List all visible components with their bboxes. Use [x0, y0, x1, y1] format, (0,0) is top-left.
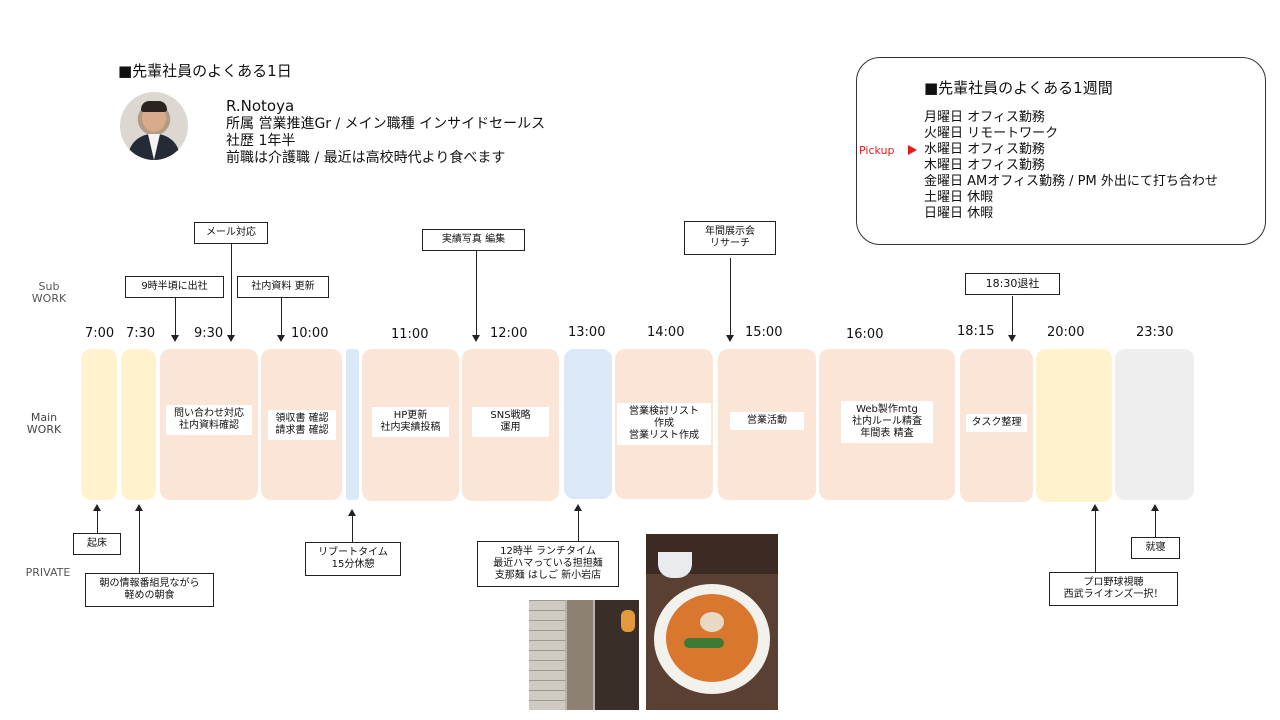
week-day-sun: 日曜日 休暇: [924, 206, 994, 221]
block-1000: 領収書 確認 請求書 確認: [261, 349, 342, 500]
time-2330: 23:30: [1136, 325, 1174, 340]
pickup-label: Pickup: [859, 144, 895, 157]
time-0930: 9:30: [194, 326, 224, 341]
arrow-down-icon: [472, 335, 480, 342]
private-label-lunch: 12時半 ランチタイム 最近ハマっている担担麺 支那麺 はしご 新小岩店: [477, 541, 619, 587]
sub-label-photo-edit: 実績写真 編集: [422, 229, 525, 251]
sub-label-docs: 社内資料 更新: [237, 276, 329, 298]
arrow-up-icon: [135, 504, 143, 511]
private-label-refresh: リブートタイム 15分休憩: [305, 542, 401, 576]
arrow-up-icon: [1151, 504, 1159, 511]
time-1500: 15:00: [745, 325, 783, 340]
time-2000: 20:00: [1047, 325, 1085, 340]
row-label-private: PRIVATE: [25, 566, 71, 579]
arrow-line-wake: [97, 511, 98, 533]
block-lunch: [564, 349, 612, 499]
arrow-up-icon: [93, 504, 101, 511]
shop-entrance-photo: [529, 600, 639, 710]
row-label-main: Main WORK: [26, 411, 62, 436]
arrow-up-icon: [348, 509, 356, 516]
avatar: [120, 92, 188, 160]
arrow-down-icon: [1008, 335, 1016, 342]
sub-label-expo: 年間展示会 リサーチ: [684, 221, 776, 255]
block-1815-label: タスク整理: [966, 414, 1027, 432]
arrow-line-mail: [231, 244, 232, 335]
week-day-fri: 金曜日 AMオフィス勤務 / PM 外出にて打ち合わせ: [924, 174, 1218, 189]
private-label-breakfast: 朝の情報番組見ながら 軽めの朝食: [85, 573, 214, 607]
arrow-line-baseball: [1095, 511, 1096, 572]
time-1000: 10:00: [291, 326, 329, 341]
block-1500: 営業活動: [718, 349, 816, 500]
time-1400: 14:00: [647, 325, 685, 340]
block-1600: Web製作mtg 社内ルール精査 年間表 精査: [819, 349, 955, 500]
week-day-thu: 木曜日 オフィス勤務: [924, 158, 1045, 173]
tantanmen-photo: [646, 534, 778, 710]
time-0700: 7:00: [85, 326, 115, 341]
private-label-sleep: 就寝: [1131, 537, 1180, 559]
week-day-tue: 火曜日 リモートワーク: [924, 126, 1059, 141]
block-2330: [1115, 349, 1194, 500]
private-label-baseball: プロ野球視聴 西武ライオンズ一択！: [1049, 572, 1178, 606]
arrow-down-icon: [726, 335, 734, 342]
arrow-down-icon: [277, 335, 285, 342]
arrow-up-icon: [1091, 504, 1099, 511]
block-refresh: [346, 349, 359, 500]
profile-note: 前職は介護職 / 最近は高校時代より食べます: [226, 150, 506, 166]
sub-label-leave: 18:30退社: [965, 273, 1060, 295]
week-day-wed: 水曜日 オフィス勤務: [924, 142, 1045, 157]
arrow-line-lunch: [578, 511, 579, 541]
day-title: ■先輩社員のよくある1日: [118, 62, 292, 80]
block-2000: [1036, 349, 1112, 502]
pickup-arrow-icon: [908, 145, 917, 155]
block-1400: 営業検討リスト 作成 営業リスト作成: [615, 349, 713, 499]
block-1200: SNS戦略 運用: [462, 349, 559, 501]
block-1200-label: SNS戦略 運用: [472, 407, 549, 437]
arrow-line-expo: [730, 258, 731, 335]
block-1600-label: Web製作mtg 社内ルール精査 年間表 精査: [841, 401, 933, 443]
time-1200: 12:00: [490, 326, 528, 341]
arrow-line-photo-edit: [476, 251, 477, 335]
time-1100: 11:00: [391, 327, 429, 342]
profile-name: R.Notoya: [226, 97, 295, 115]
profile-tenure: 社歴 1年半: [226, 133, 296, 149]
block-0930: 問い合わせ対応 社内資料確認: [160, 349, 258, 500]
block-0930-label: 問い合わせ対応 社内資料確認: [166, 405, 252, 435]
arrow-up-icon: [574, 504, 582, 511]
block-1100-label: HP更新 社内実績投稿: [372, 407, 449, 437]
block-1815: タスク整理: [960, 349, 1033, 502]
block-1500-label: 営業活動: [730, 412, 804, 430]
block-breakfast: [121, 349, 156, 500]
arrow-line-leave: [1012, 296, 1013, 335]
time-1815: 18:15: [957, 324, 995, 339]
time-0730: 7:30: [126, 326, 156, 341]
week-day-mon: 月曜日 オフィス勤務: [924, 110, 1045, 125]
block-wake: [81, 349, 117, 500]
sub-label-arrive: 9時半頃に出社: [125, 276, 224, 298]
private-label-wake: 起床: [73, 533, 121, 555]
sub-label-mail: メール対応: [194, 222, 268, 244]
block-1100: HP更新 社内実績投稿: [362, 349, 459, 501]
time-1300: 13:00: [568, 325, 606, 340]
arrow-line-docs: [281, 298, 282, 335]
arrow-line-breakfast: [139, 511, 140, 573]
arrow-line-refresh: [352, 516, 353, 542]
week-title: ■先輩社員のよくある1週間: [924, 79, 1113, 97]
time-1600: 16:00: [846, 327, 884, 342]
block-1400-label: 営業検討リスト 作成 営業リスト作成: [617, 403, 711, 445]
row-label-sub: Sub WORK: [31, 280, 67, 305]
block-1000-label: 領収書 確認 請求書 確認: [268, 410, 336, 440]
profile-affiliation: 所属 営業推進Gr / メイン職種 インサイドセールス: [226, 116, 546, 132]
week-day-sat: 土曜日 休暇: [924, 190, 994, 205]
arrow-line-sleep: [1155, 511, 1156, 537]
arrow-down-icon: [171, 335, 179, 342]
arrow-line-arrive: [175, 298, 176, 335]
arrow-down-icon: [227, 335, 235, 342]
week-panel: [856, 57, 1266, 245]
